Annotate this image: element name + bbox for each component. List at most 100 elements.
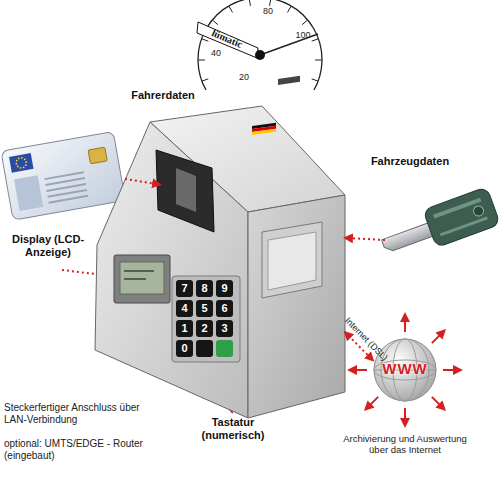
speed-gauge xyxy=(197,0,322,90)
gauge-tick xyxy=(312,39,319,41)
callout-label: Display (LCD-Anzeige) xyxy=(2,233,94,258)
eu-star xyxy=(24,158,26,160)
enter-key xyxy=(216,340,233,357)
keypad-key: 7 xyxy=(176,280,193,297)
radiating-arrow xyxy=(432,397,445,410)
dial-number: 100 xyxy=(292,30,314,40)
gauge-tick xyxy=(249,0,250,6)
keypad-base xyxy=(172,276,240,362)
key-digit: 7 xyxy=(176,282,193,295)
key-stripe xyxy=(440,216,488,236)
keypad-key: 4 xyxy=(176,300,193,317)
keypad-key: 2 xyxy=(196,320,213,337)
card-print xyxy=(48,195,88,204)
gauge-tick xyxy=(202,79,209,81)
eu-star xyxy=(17,165,19,167)
key-digit: 9 xyxy=(216,282,233,295)
chip-card xyxy=(1,131,125,220)
eu-star xyxy=(20,167,22,169)
callout-label: Fahrerdaten xyxy=(118,89,208,102)
eu-flag xyxy=(9,153,33,173)
keypad-key: 8 xyxy=(196,280,213,297)
keypad-key: 6 xyxy=(216,300,233,317)
card-body xyxy=(1,131,125,220)
gauge-tick xyxy=(198,60,205,61)
gauge-tick xyxy=(312,79,319,81)
gauge-tick xyxy=(288,6,292,12)
radiating-arrow xyxy=(443,369,461,371)
terminal-front xyxy=(95,122,248,418)
card-slot xyxy=(156,150,214,232)
dial-number: 40 xyxy=(206,48,226,58)
terminal: Display (LCD-Anzeige)Tastatur (numerisch… xyxy=(160,106,345,420)
eu-star xyxy=(21,157,23,159)
key-digit: 6 xyxy=(216,302,233,315)
gauge-tick xyxy=(302,20,307,24)
flag-stripe xyxy=(252,129,276,135)
radiating-arrow xyxy=(349,369,367,371)
speed-gauge xyxy=(197,22,258,58)
brand-plate xyxy=(278,76,300,85)
radiating-arrow xyxy=(404,314,406,332)
radiating-arrow xyxy=(432,330,445,343)
gauge-tick xyxy=(229,6,233,12)
keypad-key: 5 xyxy=(196,300,213,317)
card-photo xyxy=(14,175,43,211)
keypad-key: 3 xyxy=(216,320,233,337)
key-digit: 4 xyxy=(176,302,193,315)
key-digit: 2 xyxy=(196,322,213,335)
gauge-tick xyxy=(202,39,209,41)
key-digit: 1 xyxy=(176,322,193,335)
keypad-key: 1 xyxy=(176,320,193,337)
eu-star xyxy=(18,157,20,159)
key-button xyxy=(472,205,485,218)
radiating-arrow xyxy=(404,408,406,426)
lcd-pixels xyxy=(124,270,154,272)
keypad-key: 9 xyxy=(216,280,233,297)
key-digit: 3 xyxy=(216,322,233,335)
gauge-tick xyxy=(270,0,271,6)
vehicle-key: Fahrzeugdaten xyxy=(385,195,495,255)
lcd-screen xyxy=(120,262,164,294)
callout-label: Fahrzeugdaten xyxy=(355,155,465,168)
card-chip xyxy=(88,147,107,164)
note-text: optional: UMTS/EDGE - Router (eingebaut) xyxy=(4,438,179,461)
callout-label: Tastatur (numerisch) xyxy=(192,416,274,441)
radiating-arrow xyxy=(365,397,378,410)
driver-card: Fahrerdaten xyxy=(0,125,125,215)
note-text: Steckerfertiger Anschluss über LAN-Verbi… xyxy=(4,402,144,425)
key-head xyxy=(423,187,500,248)
globe-grid xyxy=(374,360,436,380)
lcd-frame xyxy=(114,255,170,303)
gauge-tick xyxy=(213,20,218,24)
key-reader xyxy=(262,222,322,298)
gauge-tick xyxy=(315,60,322,61)
eu-star xyxy=(25,161,27,163)
vehicle-key-outline xyxy=(385,195,495,255)
terminal-body xyxy=(95,76,345,418)
eu-star xyxy=(16,160,18,162)
driver-card-outline xyxy=(0,125,125,215)
key-digit: 5 xyxy=(196,302,213,315)
keypad-key: 0 xyxy=(176,340,193,357)
vehicle-key xyxy=(377,187,500,265)
caption-note: Archivierung und Auswertung über das Int… xyxy=(340,434,470,456)
keypad-key xyxy=(196,340,213,357)
brand-name: lümatic xyxy=(199,22,254,56)
data-flow-arrow xyxy=(345,238,385,240)
eu-star xyxy=(15,163,17,165)
card-slit xyxy=(176,168,196,212)
dial-number: 80 xyxy=(258,6,278,16)
key-digit: 8 xyxy=(196,282,213,295)
dial-number: 20 xyxy=(234,72,254,82)
gauge-tick xyxy=(198,0,322,81)
connection-label: Internet (DSL) xyxy=(342,316,389,363)
speed-gauge xyxy=(255,50,265,60)
key-digit: 0 xyxy=(176,342,193,355)
terminal-side xyxy=(248,195,345,418)
speed-gauge xyxy=(198,0,322,90)
flag-logo xyxy=(252,123,276,135)
key-blade xyxy=(382,222,437,253)
eu-star xyxy=(25,164,27,166)
